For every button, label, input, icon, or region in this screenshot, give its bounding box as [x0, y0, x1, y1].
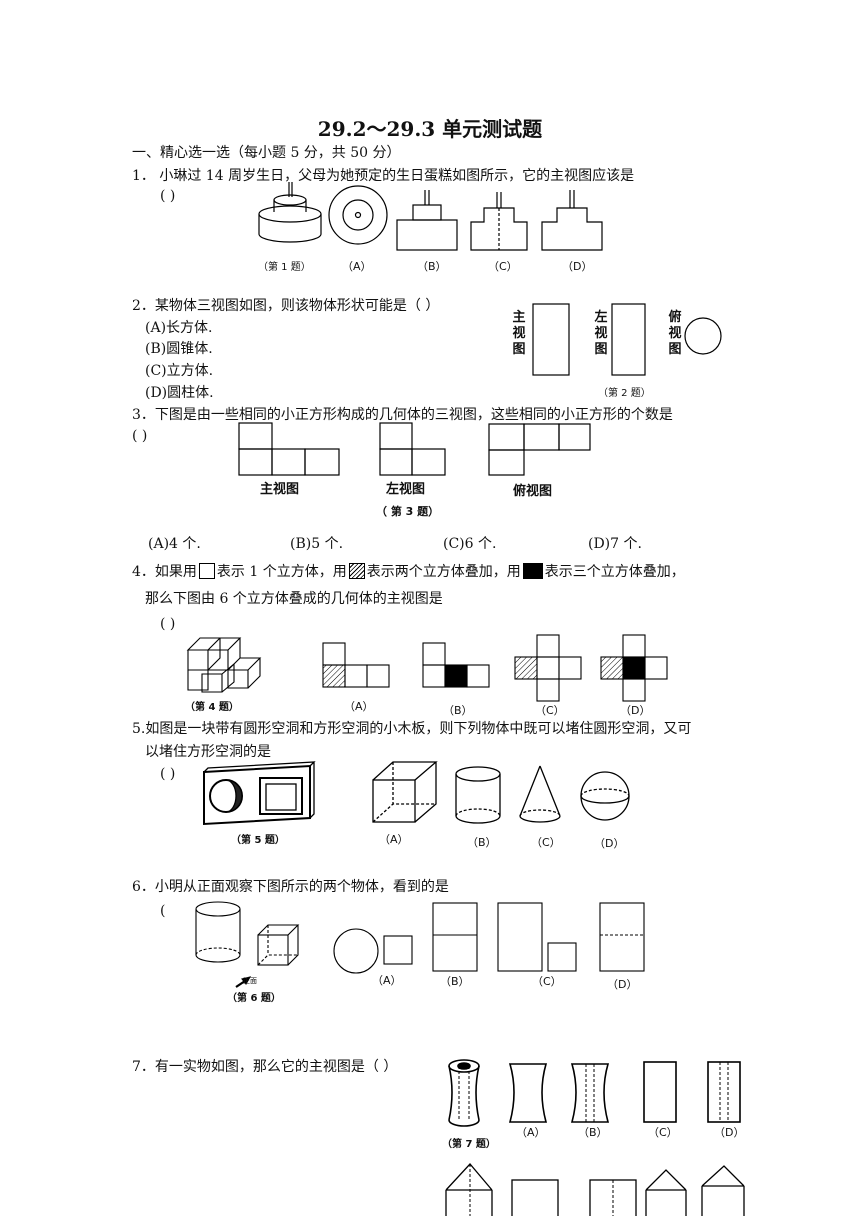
q3-choice-c: (C)6 个.: [443, 536, 497, 552]
q2-left-view-label: 左视图: [594, 310, 608, 357]
q6-answer-paren: (: [160, 903, 166, 919]
q1-text: 1． 小琳过 14 周岁生日，父母为她预定的生日蛋糕如图所示，它的主视图应该是: [132, 168, 635, 184]
q4-text-line2: 那么下图由 6 个立方体叠成的几何体的主视图是: [145, 591, 443, 607]
q1-option-c: （C）: [488, 260, 518, 273]
q1-option-b: （B）: [417, 260, 447, 273]
q6-figures: [195, 901, 645, 988]
q4-caption: （第 4 题）: [185, 702, 239, 713]
q2-front-view-label: 主视图: [512, 310, 526, 357]
q5-caption: （第 5 题）: [231, 835, 285, 846]
q1-caption: （第 1 题）: [258, 262, 311, 273]
section-heading: 一、精心选一选（每小题 5 分，共 50 分）: [132, 145, 401, 161]
q2-choice-d: (D)圆柱体.: [145, 385, 214, 401]
q2-choice-a: (A)长方体.: [145, 320, 213, 336]
q2-text: 2．某物体三视图如图，则该物体形状可能是（ ）: [132, 298, 440, 314]
q6-option-d: （D）: [607, 978, 638, 991]
q7-option-a: （A）: [516, 1126, 546, 1139]
q1-option-d: （D）: [562, 260, 593, 273]
triple-cube-symbol: [522, 563, 543, 579]
q1-answer-paren: ( ): [160, 188, 176, 204]
q7-caption: （第 7 题）: [442, 1139, 496, 1150]
q3-answer-paren: ( ): [132, 428, 148, 444]
q3-choice-d: (D)7 个.: [588, 536, 642, 552]
q6-option-b: （B）: [440, 975, 470, 988]
q7-figures: [448, 1059, 741, 1127]
next-question-figures-partial: [445, 1163, 745, 1216]
q2-choice-b: (B)圆锥体.: [145, 341, 213, 357]
q3-figures: [238, 422, 591, 476]
q6-option-a: （A）: [372, 974, 402, 987]
q5-text-line2: 以堵住方形空洞的是: [145, 744, 271, 760]
q3-front-view-label: 主视图: [260, 482, 300, 497]
q2-caption: （第 2 题）: [598, 388, 651, 399]
q5-option-b: （B）: [467, 836, 497, 849]
q4-option-c: （C）: [535, 704, 565, 717]
q4-text-c: 表示两个立方体叠加，用: [366, 564, 521, 580]
q4-figures: [186, 634, 668, 702]
q6-caption: （第 6 题）: [227, 993, 281, 1004]
q7-option-c: （C）: [648, 1126, 678, 1139]
q3-caption: （ 第 3 题）: [376, 505, 440, 518]
front-direction-label: 正面: [243, 977, 257, 985]
q6-option-c: （C）: [532, 975, 562, 988]
double-cube-symbol: [348, 563, 365, 579]
q4-text-line1: 4．如果用 表示 1 个立方体，用 表示两个立方体叠加，用 表示三个立方体叠加，: [132, 563, 685, 581]
q3-top-view-label: 俯视图: [513, 484, 553, 499]
q7-text: 7．有一实物如图，那么它的主视图是（ ）: [132, 1059, 398, 1075]
q3-left-view-label: 左视图: [386, 482, 426, 497]
q2-top-view-label: 俯视图: [668, 310, 682, 357]
q5-option-d: （D）: [594, 837, 625, 850]
q1-figures: [258, 182, 603, 251]
q4-text-a: 4．如果用: [132, 564, 197, 580]
q3-text: 3．下图是由一些相同的小正方形构成的几何体的三视图，这些相同的小正方形的个数是: [132, 407, 673, 423]
q3-choice-a: (A)4 个.: [148, 536, 201, 552]
q4-option-b: （B）: [443, 704, 473, 717]
q2-figures: [532, 303, 722, 376]
q4-option-a: （A）: [344, 700, 374, 713]
q2-choice-c: (C)立方体.: [145, 363, 214, 379]
single-cube-symbol: [198, 563, 215, 579]
q5-text-line1: 5.如图是一块带有圆形空洞和方形空洞的小木板，则下列物体中既可以堵住圆形空洞，又…: [132, 721, 692, 737]
q1-option-a: （A）: [342, 260, 372, 273]
q3-choice-b: (B)5 个.: [290, 536, 344, 552]
q7-option-b: （B）: [578, 1126, 608, 1139]
q7-option-d: （D）: [714, 1126, 745, 1139]
page-title: 29.2～29.3 单元测试题: [317, 117, 543, 141]
q4-answer-paren: ( ): [160, 616, 176, 632]
q4-text-b: 表示 1 个立方体，用: [216, 564, 347, 580]
q6-text: 6．小明从正面观察下图所示的两个物体，看到的是: [132, 879, 449, 895]
q4-option-d: （D）: [620, 704, 651, 717]
q5-option-a: （A）: [379, 833, 409, 846]
q4-text-d: 表示三个立方体叠加，: [544, 564, 685, 580]
q5-option-c: （C）: [531, 836, 561, 849]
q5-figures: [203, 761, 630, 826]
q5-answer-paren: ( ): [160, 766, 176, 782]
